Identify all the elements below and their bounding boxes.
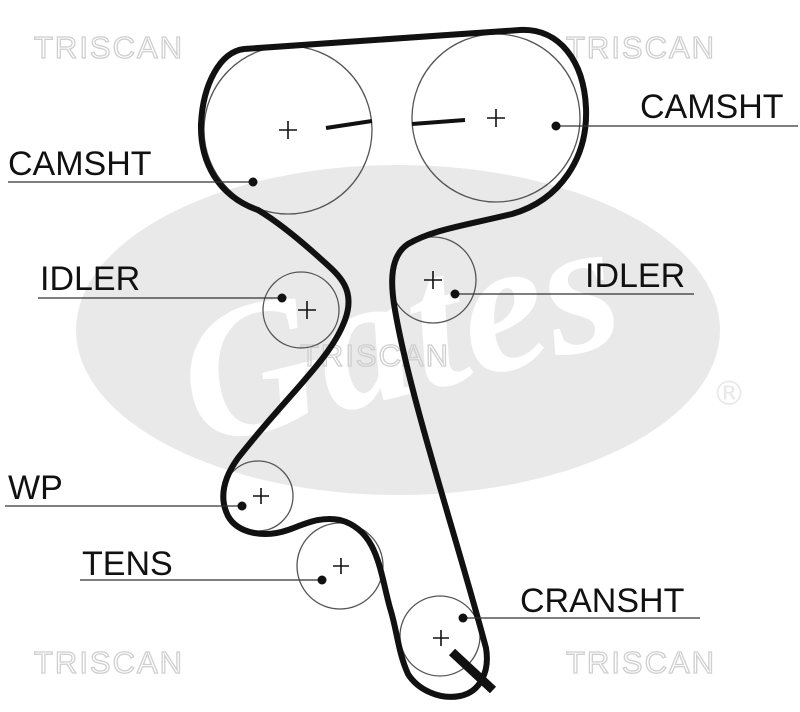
label-camshaft-left: CAMSHT <box>8 145 152 183</box>
triscan-watermark-top-left: TRISCAN <box>34 30 184 65</box>
idler-pulley-left <box>262 271 340 349</box>
label-water-pump: WP <box>8 469 63 507</box>
tensioner-anchor <box>317 575 327 585</box>
label-tensioner: TENS <box>82 545 173 583</box>
label-idler-right: IDLER <box>585 257 685 295</box>
crankshaft-center-mark <box>433 630 449 646</box>
camshaft-right-center-mark <box>487 109 505 127</box>
label-camshaft-right: CAMSHT <box>640 88 784 126</box>
triscan-watermark-bottom-right: TRISCAN <box>566 645 716 680</box>
crankshaft-anchor <box>458 613 468 623</box>
gates-logo-watermark: Gates ® <box>76 165 746 495</box>
camshaft-left-anchor <box>248 177 258 187</box>
camshaft-right-timing-mark <box>411 118 466 126</box>
camshaft-left-timing-mark <box>325 119 373 130</box>
timing-belt <box>197 26 590 700</box>
label-crankshaft: CRANSHT <box>520 582 684 620</box>
camshaft-right-anchor <box>551 121 561 131</box>
idler-right-anchor <box>450 289 460 299</box>
idler-right-center-mark <box>424 271 442 289</box>
tensioner-center-mark <box>333 558 349 574</box>
water-pump-anchor <box>237 501 247 511</box>
water-pump-center-mark <box>253 488 269 504</box>
registered-mark: ® <box>712 374 746 414</box>
triscan-watermark-top-right: TRISCAN <box>566 30 716 65</box>
crankshaft-timing-mark <box>448 648 497 694</box>
label-idler-left: IDLER <box>40 260 140 298</box>
idler-left-center-mark <box>298 301 316 319</box>
camshaft-left-center-mark <box>279 121 297 139</box>
triscan-watermark-bottom-left: TRISCAN <box>34 645 184 680</box>
idler-left-anchor <box>277 293 287 303</box>
